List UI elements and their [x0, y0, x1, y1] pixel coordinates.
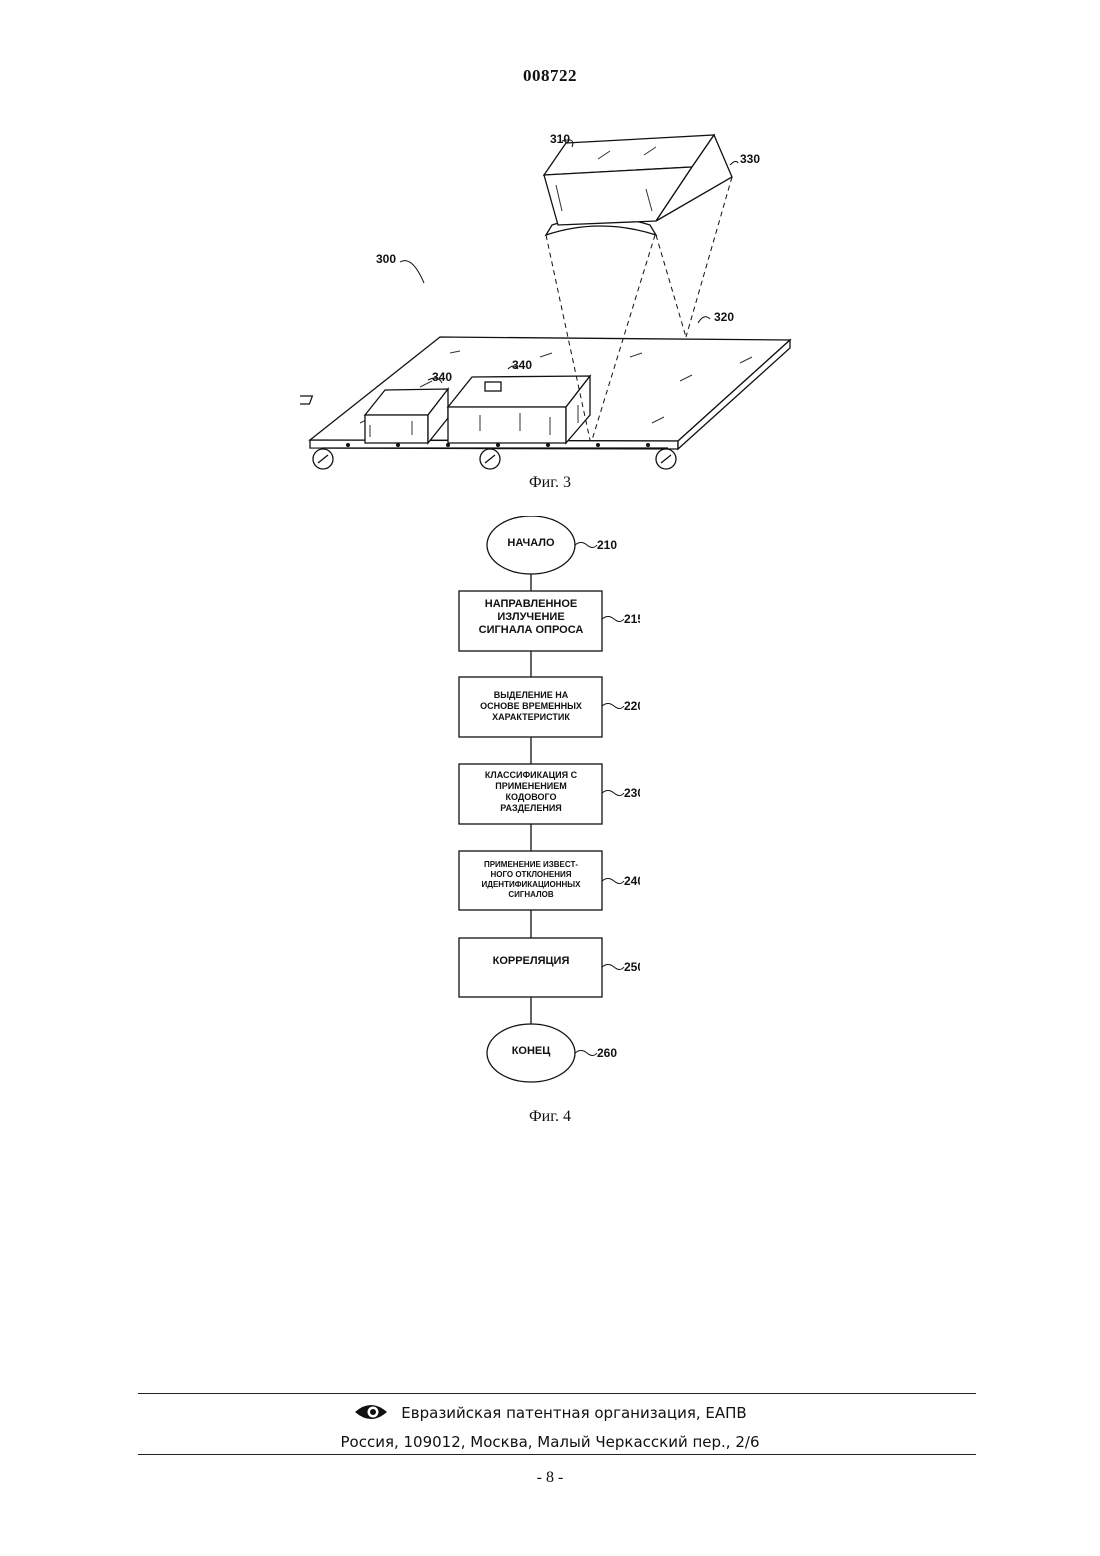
footer-top-rule	[138, 1393, 976, 1394]
step-215-line-1: НАПРАВЛЕННОЕ	[485, 598, 577, 610]
ref-260: 260	[597, 1046, 617, 1060]
step-230-line-4: РАЗДЕЛЕНИЯ	[500, 803, 562, 813]
footer-address: Россия, 109012, Москва, Малый Черкасский…	[0, 1433, 1100, 1451]
figure-4-flowchart: НАЧАЛО 210 НАПРАВЛЕННОЕ ИЗЛУЧЕНИЕ СИГНАЛ…	[440, 516, 640, 1091]
step-250-box	[459, 938, 602, 997]
step-220-line-1: ВЫДЕЛЕНИЕ НА	[494, 690, 569, 700]
ref-215: 215	[624, 612, 640, 626]
start-text: НАЧАЛО	[507, 537, 555, 549]
end-text: КОНЕЦ	[512, 1045, 551, 1057]
step-240-line-2: НОГО ОТКЛОНЕНИЯ	[490, 870, 571, 879]
ref-220: 220	[624, 699, 640, 713]
label-320: 320	[714, 310, 734, 324]
label-300: 300	[376, 252, 396, 266]
conveyor-rollers	[313, 448, 676, 469]
ref-240: 240	[624, 874, 640, 888]
step-240-line-4: СИГНАЛОВ	[508, 890, 554, 899]
ref-230: 230	[624, 786, 640, 800]
step-220-line-3: ХАРАКТЕРИСТИК	[492, 712, 570, 722]
footer-organization-text: Евразийская патентная организация, ЕАПВ	[401, 1404, 746, 1422]
label-340-b: 340	[512, 358, 532, 372]
page-number: - 8 -	[0, 1469, 1100, 1487]
package-box-large	[448, 376, 590, 443]
figure-3-drawing: 310 330 300 320 340 340	[300, 125, 800, 480]
footer-organization: Евразийская патентная организация, ЕАПВ	[0, 1402, 1100, 1426]
label-330: 330	[740, 152, 760, 166]
figure-4-caption: Фиг. 4	[0, 1108, 1100, 1126]
label-310: 310	[550, 132, 570, 146]
ref-210: 210	[597, 538, 617, 552]
step-230-line-2: ПРИМЕНЕНИЕМ	[495, 781, 566, 791]
step-215-line-2: ИЗЛУЧЕНИЕ	[497, 611, 564, 623]
reader-device	[544, 135, 732, 235]
step-220-line-2: ОСНОВЕ ВРЕМЕННЫХ	[480, 701, 582, 711]
footer-bottom-rule	[138, 1454, 976, 1455]
step-230-line-3: КОДОВОГО	[505, 792, 556, 802]
document-number: 008722	[0, 66, 1100, 86]
step-215-line-3: СИГНАЛА ОПРОСА	[479, 624, 584, 636]
label-340-a: 340	[432, 370, 452, 384]
step-240-line-1: ПРИМЕНЕНИЕ ИЗВЕСТ-	[484, 860, 578, 869]
figure-3-caption: Фиг. 3	[0, 474, 1100, 492]
ref-250: 250	[624, 960, 640, 974]
step-250-line-1: КОРРЕЛЯЦИЯ	[493, 955, 570, 967]
step-240-line-3: ИДЕНТИФИКАЦИОННЫХ	[482, 880, 582, 889]
step-230-line-1: КЛАССИФИКАЦИЯ С	[485, 770, 578, 780]
eapo-logo-icon	[353, 1402, 389, 1426]
